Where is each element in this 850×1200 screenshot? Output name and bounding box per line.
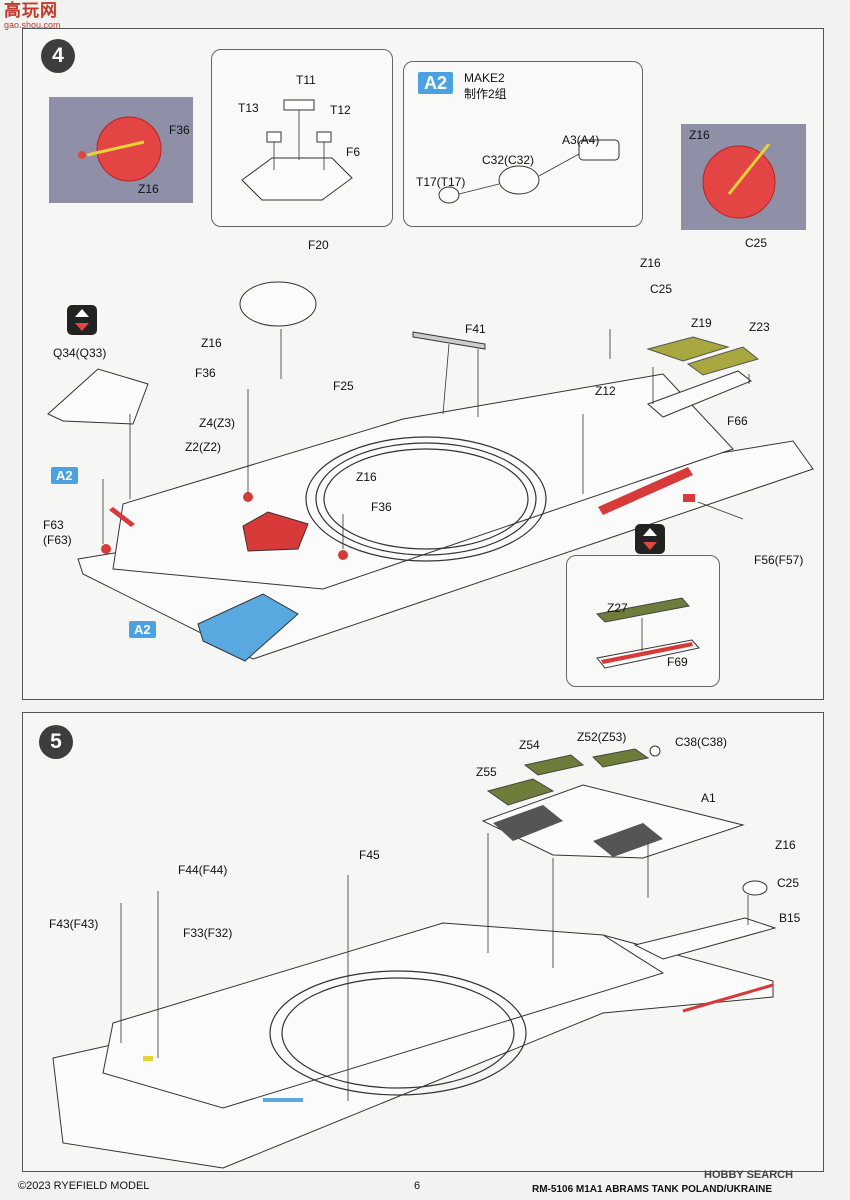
subpanel-a2: A2 MAKE2 制作2组 A3(A4) C32(C32) T17(T17) [403, 61, 643, 227]
label-z4: Z4(Z3) [199, 416, 235, 430]
turret-ring-inner [315, 442, 537, 556]
label-q34: Q34(Q33) [53, 346, 107, 360]
label-z16: Z16 [775, 838, 796, 852]
flip-arrow-icon [635, 524, 665, 554]
label-z55: Z55 [476, 765, 497, 779]
label-z2: Z2(Z2) [185, 440, 221, 454]
label-f66: F66 [727, 414, 748, 428]
photo-right-drawing [702, 143, 776, 219]
photo-left-f36: F36 [169, 123, 190, 137]
footer-hobby: HOBBY SEARCH [704, 1169, 794, 1181]
tag-a2-bottom: A2 [129, 621, 156, 638]
mesh-z19 [646, 336, 730, 362]
label-a3: A3(A4) [562, 133, 600, 147]
label-f36a: F36 [195, 366, 216, 380]
label-z23: Z23 [749, 320, 770, 334]
photo-left-drawing [78, 116, 162, 182]
label-c38: C38(C38) [675, 735, 728, 749]
mesh-z52 [591, 748, 650, 768]
watermark: 高玩网 gao.shou.com [4, 2, 61, 30]
label-t13: T13 [238, 101, 259, 115]
subpanel-t-parts: T11 T13 T12 F6 [211, 49, 393, 227]
mesh-z23 [686, 346, 760, 376]
label-f36b: F36 [371, 500, 392, 514]
label-f45: F45 [359, 848, 380, 862]
red-plate-left [242, 511, 309, 552]
part-f20 [239, 281, 317, 327]
step4-panel: 4 F36 Z16 T11 T13 T12 F6 A2 MAKE2 制作2组 [22, 28, 824, 700]
flip-arrow-icon [67, 305, 97, 335]
label-f25: F25 [333, 379, 354, 393]
part-a1 [481, 784, 745, 859]
tag-a2-make: A2 [418, 72, 454, 94]
step5-panel: 5 Z54 Z52(Z53) C38(C38) Z55 A1 Z16 C25 B… [22, 712, 824, 1172]
part-b15 [633, 917, 777, 960]
hatch-red-left [96, 116, 162, 182]
label-t11: T11 [296, 73, 316, 87]
label-z12: Z12 [595, 384, 616, 398]
photo-right-c25: C25 [745, 236, 768, 250]
label-f20: F20 [308, 238, 329, 252]
label-f6: F6 [346, 145, 361, 159]
part-f41 [412, 331, 486, 350]
label-z52: Z52(Z53) [577, 730, 627, 744]
label-c25a: C25 [650, 282, 673, 296]
watermark-url: gao.shou.com [4, 20, 61, 30]
step5-drawing [52, 745, 777, 1169]
label-t17: T17(T17) [416, 175, 466, 189]
label-t12: T12 [330, 103, 351, 117]
detail-box-z27-f69: Z27 F69 [566, 555, 720, 687]
label-f63b: (F63) [43, 533, 72, 547]
photo-right [681, 124, 806, 230]
label-z16a: Z16 [640, 256, 661, 270]
label-b15: B15 [779, 911, 801, 925]
turret5-ring-outer [269, 970, 527, 1096]
grille-a1-left [493, 805, 563, 841]
label-z27: Z27 [607, 601, 628, 615]
turret-ring-outer [305, 436, 547, 562]
label-make2: MAKE2 [464, 71, 505, 85]
detail-drawing [595, 597, 700, 669]
step4-number: 4 [41, 39, 75, 73]
red-strip-left [109, 507, 135, 527]
photo-right-z16: Z16 [689, 128, 710, 142]
step4-drawing [47, 281, 814, 662]
part-q34 [47, 368, 149, 425]
label-f43: F43(F43) [49, 917, 99, 931]
label-a1: A1 [701, 791, 716, 805]
hull5-deck [102, 922, 665, 1109]
label-c32: C32(C32) [482, 153, 535, 167]
label-f33: F33(F32) [183, 926, 233, 940]
label-c25: C25 [777, 876, 800, 890]
label-z16c: Z16 [356, 470, 377, 484]
red-strip-right [598, 467, 693, 515]
label-f44: F44(F44) [178, 863, 228, 877]
label-f69: F69 [667, 655, 688, 669]
footer-copyright: ©2023 RYEFIELD MODEL [18, 1180, 150, 1192]
a2-drawing [438, 139, 620, 204]
label-f41: F41 [465, 322, 486, 336]
label-z16b: Z16 [201, 336, 222, 350]
tag-a2-left: A2 [51, 467, 78, 484]
part-f66 [647, 370, 752, 418]
label-make2-cn: 制作2组 [464, 87, 507, 101]
mesh-z54 [523, 754, 585, 776]
label-f56: F56(F57) [754, 553, 804, 567]
label-z19: Z19 [691, 316, 712, 330]
photo-left [49, 97, 193, 203]
step5-number: 5 [39, 725, 73, 759]
footer-page: 6 [414, 1180, 421, 1192]
part-c38 [649, 745, 661, 757]
t-parts-drawing [241, 99, 353, 201]
footer-title: RM-5106 M1A1 ABRAMS TANK POLAND/UKRAINE [532, 1184, 773, 1195]
label-f63: F63 [43, 518, 64, 532]
watermark-main: 高玩网 [4, 1, 58, 20]
mesh-z55 [486, 778, 555, 806]
label-z54: Z54 [519, 738, 540, 752]
grille-a1-right [593, 823, 663, 857]
photo-left-z16: Z16 [138, 182, 159, 196]
red-small-f56 [683, 494, 695, 502]
part-c25 [742, 880, 768, 896]
blue-part-a2 [197, 593, 299, 662]
